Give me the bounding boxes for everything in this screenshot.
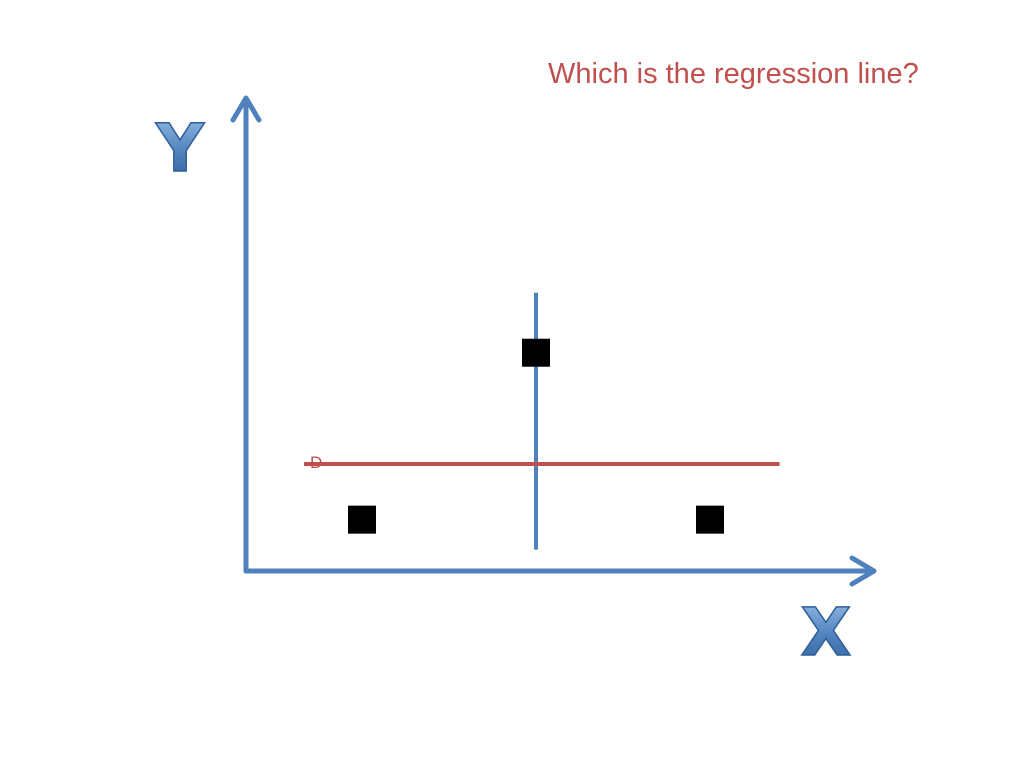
y-axis-arrowhead: [230, 95, 262, 123]
line-label: D: [310, 453, 322, 472]
data-point: [348, 505, 376, 534]
data-points: [348, 338, 724, 534]
question-title: Which is the regression line?: [548, 58, 919, 90]
x-axis-arrowhead: [849, 555, 877, 587]
data-point: [522, 338, 550, 367]
data-point: [696, 505, 724, 534]
candidate-lines: D: [304, 292, 780, 550]
y-axis-label: Y: [155, 110, 205, 187]
x-axis-label: X: [801, 594, 852, 671]
axes: [230, 95, 877, 587]
